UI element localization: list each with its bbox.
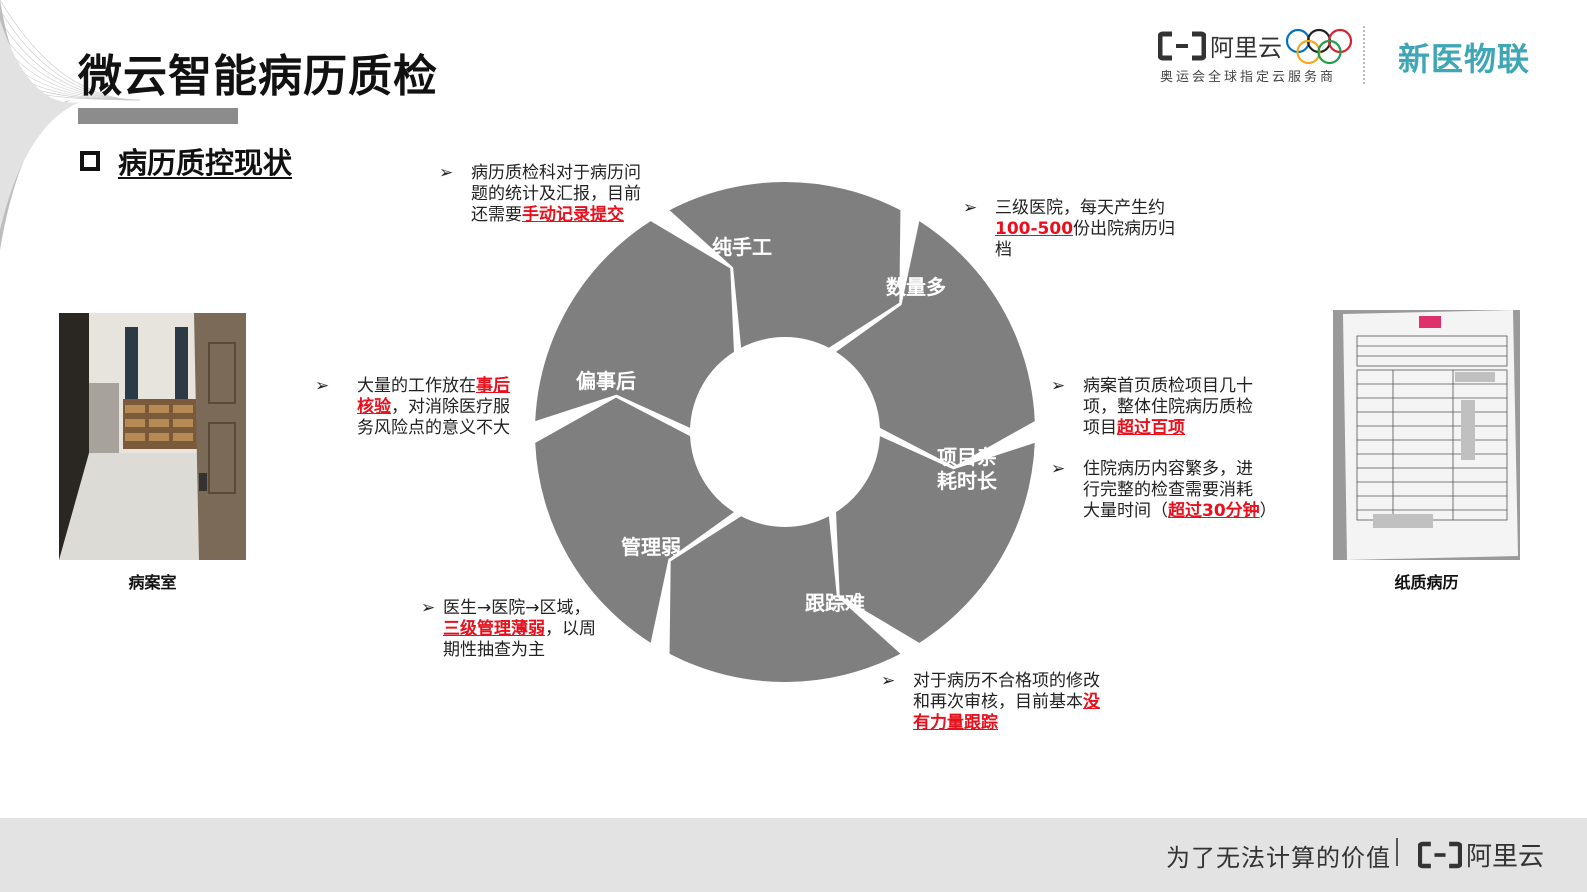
bullet-arrow-icon: ➢ [439, 163, 454, 183]
segment-complex [836, 436, 1035, 643]
segment-tracking [669, 516, 901, 683]
paper-record-photo [1333, 310, 1520, 560]
partner-logo: 新医物联 [1398, 40, 1531, 78]
callout-time: ➢ 住院病历内容繁多，进 行完整的检查需要消耗 大量时间（超过30分钟） [1051, 459, 1293, 522]
callout-volume: ➢ 三级医院，每天产生约 100-500份出院病历归 档 [963, 198, 1185, 261]
callout-text: 病案首页质检项目几十 [1083, 376, 1253, 396]
callout-tracking: ➢ 对于病历不合格项的修改 和再次审核，目前基本没 有力量跟踪 [881, 671, 1123, 734]
callout-highlight: 100-500 [995, 219, 1074, 239]
aliyun-logo: 阿里云 [1158, 28, 1282, 63]
segment-management [535, 397, 734, 643]
callout-text: 三级医院，每天产生约 [995, 198, 1165, 218]
section-heading-text: 病历质控现状 [118, 146, 293, 180]
bullet-arrow-icon: ➢ [1051, 376, 1066, 396]
aliyun-tagline: 奥运会全球指定云服务商 [1160, 70, 1337, 85]
callout-highlight: 有力量跟踪 [913, 713, 998, 733]
footer-aliyun-name: 阿里云 [1466, 842, 1545, 872]
callout-text: 档 [995, 240, 1012, 260]
segment-label-volume: 数量多 [886, 275, 946, 299]
page-title: 微云智能病历质检 [78, 51, 438, 102]
callout-text: 份出院病历归 [1073, 219, 1176, 239]
callout-text: 务风险点的意义不大 [357, 418, 510, 438]
footer-slogan: 为了无法计算的价值 [1166, 844, 1391, 872]
callout-manual: ➢ 病历质检科对于病历问 题的统计及汇报，目前 还需要手动记录提交 [439, 163, 661, 226]
footer-divider [1396, 838, 1398, 866]
aliyun-name: 阿里云 [1210, 34, 1282, 62]
callout-highlight: 手动记录提交 [522, 205, 624, 225]
callout-highlight: 事后 [476, 376, 510, 396]
callout-text: 医生→医院→区域， [443, 598, 591, 618]
callout-text: 住院病历内容繁多，进 [1083, 459, 1253, 479]
callout-highlight: 超过30分钟 [1168, 501, 1260, 521]
segment-label-management: 管理弱 [621, 535, 681, 559]
paper-record-caption: 纸质病历 [1394, 573, 1459, 592]
callout-text: ，以周 [545, 619, 596, 639]
segment-label-complex-2: 耗时长 [937, 469, 998, 493]
section-heading: 病历质控现状 [80, 140, 292, 182]
callout-text: 行完整的检查需要消耗 [1083, 480, 1253, 500]
callout-text: 大量时间（ [1083, 501, 1168, 521]
callout-text: ，对消除医疗服 [391, 397, 510, 417]
callout-text: 还需要 [471, 205, 522, 225]
segment-label-manual: 纯手工 [712, 235, 772, 259]
aliyun-mark-icon [1158, 31, 1206, 60]
bullet-arrow-icon: ➢ [881, 671, 896, 691]
title-underline-bar [78, 108, 238, 124]
segment-label-after-event: 偏事后 [576, 369, 636, 393]
segment-label-tracking: 跟踪难 [805, 591, 865, 615]
olympic-rings-icon [1285, 28, 1353, 65]
footer-bar [0, 818, 1587, 892]
decorative-swoosh [0, 0, 140, 250]
callout-text: 项目 [1083, 418, 1117, 438]
records-room-image [59, 313, 246, 560]
records-room-caption: 病案室 [128, 573, 177, 592]
cycle-diagram: 纯手工 数量多 项目杂 耗时长 跟踪难 管理弱 偏事后 [535, 182, 1035, 683]
callout-highlight: 三级管理薄弱 [443, 619, 545, 639]
cycle-segments [535, 182, 1035, 683]
bullet-arrow-icon: ➢ [1051, 459, 1066, 479]
callout-items: ➢ 病案首页质检项目几十 项，整体住院病历质检 项目超过百项 [1051, 376, 1273, 439]
callout-highlight: 超过百项 [1117, 418, 1185, 438]
aliyun-mark-icon [1418, 841, 1462, 868]
segment-after-event [535, 221, 734, 428]
bullet-arrow-icon: ➢ [315, 376, 330, 396]
footer-aliyun-logo: 阿里云 [1418, 836, 1544, 873]
header-divider [1363, 26, 1365, 84]
segment-manual [669, 182, 901, 348]
segment-label-complex-1: 项目杂 [937, 445, 997, 469]
callout-highlight: 核验 [357, 397, 391, 417]
callout-text: 和再次审核，目前基本 [913, 692, 1083, 712]
callout-text: 期性抽查为主 [443, 640, 545, 660]
records-room-photo [59, 313, 246, 560]
callout-text: 题的统计及汇报，目前 [471, 184, 641, 204]
segment-volume [836, 221, 1035, 467]
callout-text: ） [1259, 501, 1277, 521]
callout-text: 大量的工作放在 [357, 376, 476, 396]
callout-after-event: ➢ 大量的工作放在事后 核验，对消除医疗服 务风险点的意义不大 [315, 376, 537, 439]
checkbox-square-icon [80, 151, 100, 171]
callout-text: 项，整体住院病历质检 [1083, 397, 1253, 417]
callout-management: ➢ 医生→医院→区域， 三级管理薄弱，以周 期性抽查为主 [421, 598, 633, 661]
bullet-arrow-icon: ➢ [963, 198, 978, 218]
callout-highlight: 没 [1083, 692, 1100, 712]
bullet-arrow-icon: ➢ [421, 598, 436, 618]
callout-text: 病历质检科对于病历问 [471, 163, 641, 183]
callout-text: 对于病历不合格项的修改 [913, 671, 1100, 691]
paper-record-image [1333, 310, 1520, 560]
